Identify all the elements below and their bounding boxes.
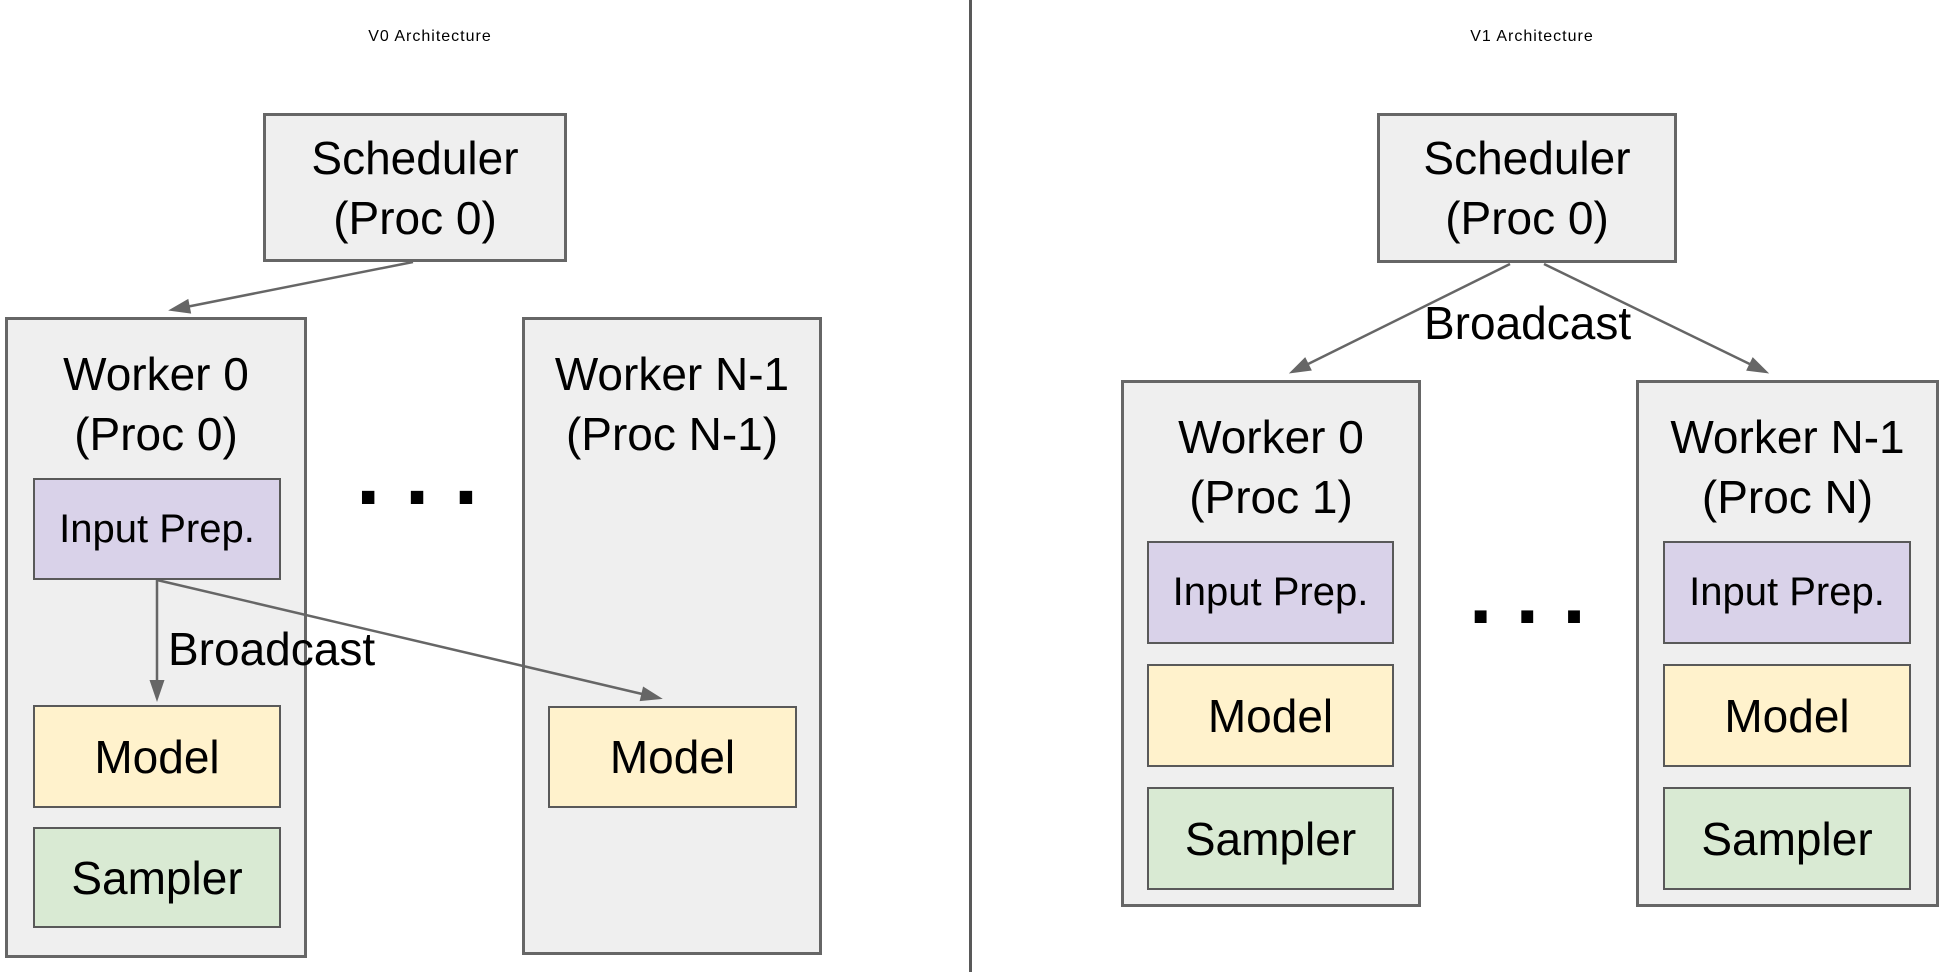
v1-worker0-model-box: Model	[1147, 664, 1394, 767]
v0-title: V0 Architecture	[368, 28, 492, 45]
v0-worker0-label: Worker 0	[63, 348, 249, 400]
v0-workerN-model-box: Model	[548, 706, 797, 808]
v0-ellipsis-icon: . . .	[356, 424, 479, 523]
v0-worker0-sampler-box: Sampler	[33, 827, 281, 928]
v1-scheduler-proc: (Proc 0)	[1445, 192, 1609, 244]
v1-ellipsis-icon: . . .	[1469, 547, 1586, 641]
v1-workerN-label: Worker N-1	[1670, 411, 1905, 463]
v0-worker0-proc: (Proc 0)	[74, 408, 238, 460]
v0-broadcast-label: Broadcast	[168, 623, 376, 675]
v1-worker0-input-prep-box: Input Prep.	[1147, 541, 1394, 644]
v1-scheduler-label: Scheduler	[1423, 132, 1631, 184]
v0-scheduler-box: Scheduler (Proc 0)	[263, 113, 567, 262]
v0-worker0-input-prep-box: Input Prep.	[33, 478, 281, 580]
v0-worker0-model-box: Model	[33, 705, 281, 808]
v1-title: V1 Architecture	[1470, 28, 1594, 45]
v0-workerN-proc: (Proc N-1)	[565, 408, 779, 460]
v0-workerN-box: Worker N-1 (Proc N-1)	[522, 317, 822, 955]
v1-worker0-proc: (Proc 1)	[1189, 471, 1353, 523]
v1-workerN-sampler-box: Sampler	[1663, 787, 1911, 890]
v0-scheduler-proc: (Proc 0)	[333, 191, 497, 244]
v1-workerN-input-prep-box: Input Prep.	[1663, 541, 1911, 644]
v1-worker0-label: Worker 0	[1178, 411, 1364, 463]
v0-workerN-label: Worker N-1	[554, 348, 790, 400]
v1-workerN-proc: (Proc N)	[1701, 471, 1874, 523]
v1-workerN-model-box: Model	[1663, 664, 1911, 767]
v0-scheduler-to-worker0-arrow	[168, 260, 414, 314]
v0-scheduler-label: Scheduler	[311, 131, 519, 184]
v1-scheduler-box: Scheduler (Proc 0)	[1377, 113, 1677, 263]
v1-broadcast-label: Broadcast	[1424, 297, 1632, 349]
v1-worker0-sampler-box: Sampler	[1147, 787, 1394, 890]
panel-divider-line	[969, 0, 972, 972]
